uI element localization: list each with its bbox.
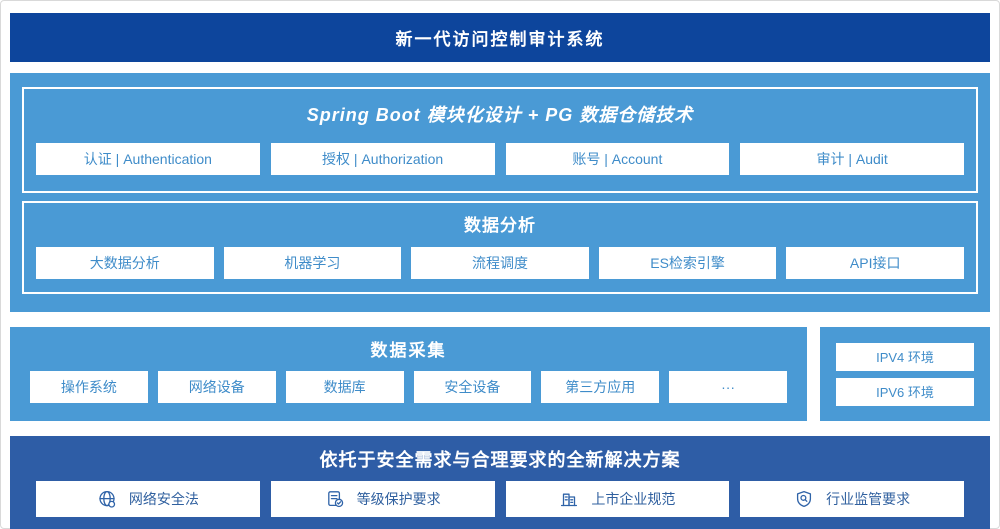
module-box: 账号 | Account	[505, 143, 730, 175]
module-box: 第三方应用	[541, 371, 660, 403]
solution-module-row: 网络安全法 等级保护要求	[36, 481, 964, 517]
module-box: 网络安全法	[36, 481, 260, 517]
solution-title: 依托于安全需求与合理要求的全新解决方案	[319, 450, 681, 470]
collection-section: 数据采集 操作系统 网络设备 数据库 安全设备 第三方应用 ···	[10, 327, 807, 421]
module-box: 操作系统	[30, 371, 148, 403]
module-box: ES检索引擎	[598, 247, 777, 279]
analysis-module-row: 大数据分析 机器学习 流程调度 ES检索引擎 API接口	[36, 247, 964, 279]
module-label: 等级保护要求	[356, 491, 441, 507]
module-label: 行业监管要求	[826, 491, 911, 507]
module-box: 机器学习	[223, 247, 402, 279]
collection-title: 数据采集	[370, 341, 447, 360]
module-box: 等级保护要求	[270, 481, 495, 517]
module-box: 安全设备	[413, 371, 532, 403]
main-title-banner: 新一代访问控制审计系统	[10, 13, 990, 62]
springboot-panel: Spring Boot 模块化设计 + PG 数据仓储技术 认证 | Authe…	[22, 87, 978, 193]
building-icon	[559, 489, 579, 509]
module-box: 上市企业规范	[505, 481, 730, 517]
analysis-panel-title: 数据分析	[464, 216, 536, 235]
module-box: 大数据分析	[36, 247, 214, 279]
shield-search-icon	[794, 489, 814, 509]
module-box: 授权 | Authorization	[270, 143, 495, 175]
module-box: 网络设备	[157, 371, 276, 403]
module-box: 审计 | Audit	[740, 143, 964, 175]
module-box: ···	[669, 371, 787, 403]
page-title: 新一代访问控制审计系统	[395, 30, 605, 49]
module-box: 行业监管要求	[740, 481, 964, 517]
module-box: 流程调度	[411, 247, 589, 279]
module-box: IPV4 环境	[836, 342, 974, 371]
platform-section: Spring Boot 模块化设计 + PG 数据仓储技术 认证 | Authe…	[10, 73, 990, 312]
springboot-panel-title: Spring Boot 模块化设计 + PG 数据仓储技术	[306, 105, 694, 125]
module-box: 数据库	[285, 371, 404, 403]
doc-check-icon	[325, 489, 345, 509]
collection-module-row: 操作系统 网络设备 数据库 安全设备 第三方应用 ···	[30, 371, 787, 403]
springboot-module-row: 认证 | Authentication 授权 | Authorization 账…	[36, 143, 964, 175]
module-label: 网络安全法	[128, 491, 199, 507]
solution-section: 依托于安全需求与合理要求的全新解决方案 网络安全法	[10, 436, 990, 529]
analysis-panel: 数据分析 大数据分析 机器学习 流程调度 ES检索引擎 API接口	[22, 201, 978, 294]
module-box: API接口	[786, 247, 964, 279]
module-label: 上市企业规范	[591, 491, 676, 507]
network-env-panel: IPV4 环境 IPV6 环境	[820, 327, 990, 421]
collection-row: 数据采集 操作系统 网络设备 数据库 安全设备 第三方应用 ··· IPV4 环…	[10, 327, 990, 421]
module-box: IPV6 环境	[836, 377, 974, 406]
globe-icon	[97, 489, 117, 509]
module-box: 认证 | Authentication	[36, 143, 260, 175]
